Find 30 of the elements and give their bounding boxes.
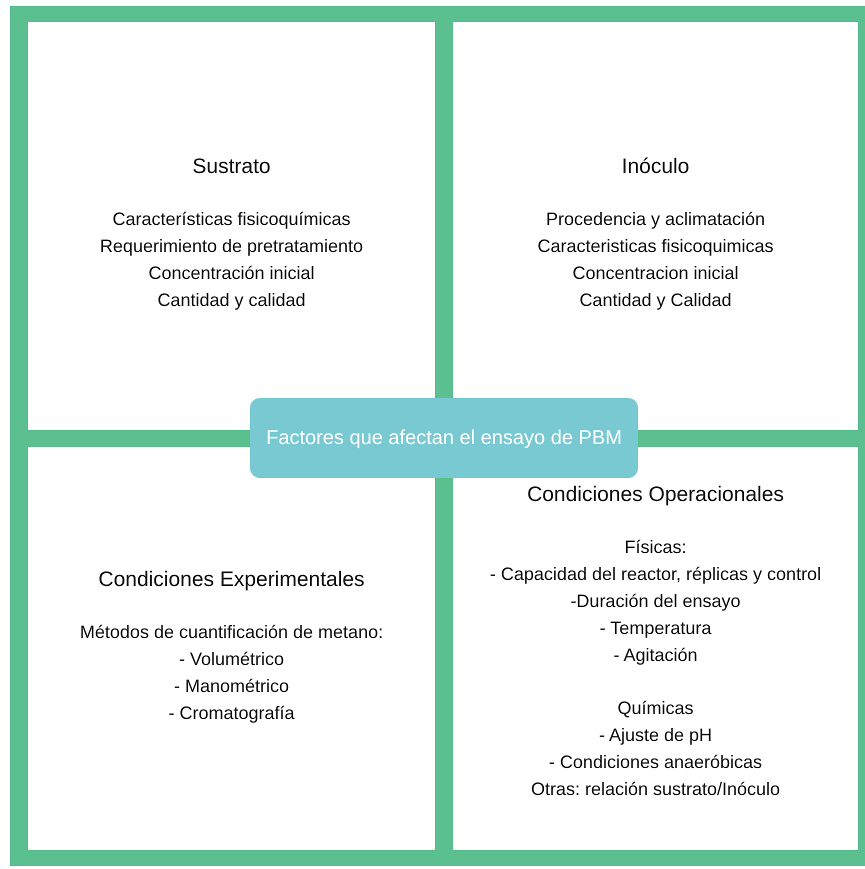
list-item: Concentracion inicial <box>572 263 739 283</box>
quadrant-panel <box>453 447 858 850</box>
quadrant-panel <box>453 22 858 430</box>
list-item: Cantidad y calidad <box>157 290 306 310</box>
panel-heading: Condiciones Experimentales <box>98 568 365 591</box>
list-item: Caracteristicas fisicoquimicas <box>537 236 774 256</box>
list-item: Concentración inicial <box>148 263 315 283</box>
list-item: - Ajuste de pH <box>598 725 712 745</box>
list-item: - Agitación <box>613 645 698 665</box>
list-item: Características fisicoquímicas <box>112 209 351 229</box>
quadrant-panel <box>28 447 435 850</box>
list-item: Otras: relación sustrato/Inóculo <box>530 779 780 799</box>
panel-heading: Inóculo <box>622 155 690 178</box>
list-item: - Cromatografía <box>168 703 295 723</box>
list-item: Requerimiento de pretratamiento <box>100 236 364 256</box>
list-item: -Duración del ensayo <box>570 591 741 611</box>
list-item: Químicas <box>617 698 694 718</box>
panel-heading: Sustrato <box>192 155 271 178</box>
list-item: - Condiciones anaeróbicas <box>548 752 762 772</box>
center-box: Factores que afectan el ensayo de PBM <box>250 398 638 478</box>
list-item: Cantidad y Calidad <box>579 290 732 310</box>
list-item: - Temperatura <box>600 618 712 638</box>
list-item: - Capacidad del reactor, réplicas y control <box>490 564 822 584</box>
quadrant-panel <box>28 22 435 430</box>
list-item: Métodos de cuantificación de metano: <box>80 622 384 642</box>
panel-heading: Condiciones Operacionales <box>527 483 784 506</box>
list-item: Físicas: <box>624 537 686 557</box>
list-item: Procedencia y aclimatación <box>546 209 766 229</box>
list-item: - Manométrico <box>174 676 290 696</box>
list-item: - Volumétrico <box>178 649 284 669</box>
